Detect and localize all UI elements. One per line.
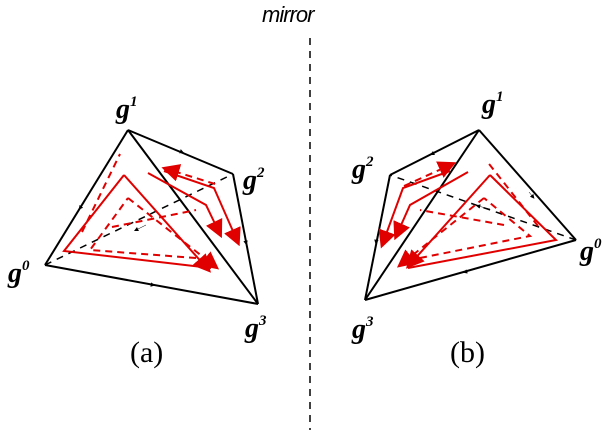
orientation-arrow-outer-b [405, 174, 491, 269]
vertex-label-g0-a: g0 [7, 258, 30, 289]
arrow-g2-g3-b [374, 231, 379, 245]
arrow-hidden-a [133, 224, 147, 232]
caption-a: (a) [130, 336, 163, 369]
orientation-arrow-mid-a [127, 197, 220, 270]
vertex-label-g2-a: g2 [242, 165, 265, 196]
arrow-g0-g3-a [141, 282, 156, 287]
vertex-label-g1-a: g1 [115, 94, 138, 125]
orientation-loop-outer-a [62, 174, 212, 269]
edge-g1-g3-a [127, 129, 259, 305]
orientation-loop-top2-a [147, 172, 223, 239]
vertex-label-g3-b: g3 [351, 314, 374, 345]
orientation-loop-inner-b [485, 159, 539, 227]
edge-g0-g3-b [364, 239, 577, 301]
edge-g2-g3-a [232, 173, 259, 305]
orientation-loop-mid-b [419, 197, 533, 259]
tetrahedron-a: g1 g2 g0 g3 (a) [7, 94, 267, 369]
vertex-label-g0-b: g0 [579, 236, 602, 267]
arrow-g0-g1-b [528, 191, 535, 199]
arrow-g2-g3-a [243, 232, 248, 246]
orientation-arrow-back-a [161, 164, 216, 185]
arrow-g1-g2-b [429, 148, 443, 156]
orientation-dash-cross-b [419, 209, 505, 226]
orientation-loop-top-b [378, 170, 451, 249]
vertex-label-g3-a: g3 [244, 313, 267, 344]
caption-b: (b) [450, 336, 485, 369]
edge-g0-g1-b [478, 129, 577, 241]
arrow-hidden-b [475, 204, 491, 210]
vertex-label-g2-b: g2 [351, 154, 374, 185]
tetrahedron-b: g1 g2 g0 g3 (b) [351, 89, 602, 369]
arrow-g1-g2-a [171, 147, 185, 154]
orientation-arrow-back-b [403, 161, 457, 187]
arrow-g0-g3-b [462, 268, 477, 274]
orientation-loop-inner-a [81, 153, 121, 233]
orientation-loop-outer-b [407, 174, 559, 269]
edge-g1-g3-b [364, 129, 480, 301]
orientation-loop-mid-a [88, 197, 197, 259]
orientation-arrow-outer-a [123, 174, 211, 273]
orientation-arrow-mid-b [396, 197, 485, 268]
vertex-label-g1-b: g1 [481, 89, 504, 120]
edge-g0-g2-hidden-a [44, 173, 234, 266]
edge-g2-g3-b [364, 174, 391, 301]
edge-g0-g1-a [44, 129, 129, 266]
mirror-label: mirror [262, 2, 316, 27]
orientation-dash-cross-a [111, 209, 197, 228]
orientation-loop-top2-b [393, 171, 469, 241]
arrow-g0-g1-a [78, 202, 85, 210]
